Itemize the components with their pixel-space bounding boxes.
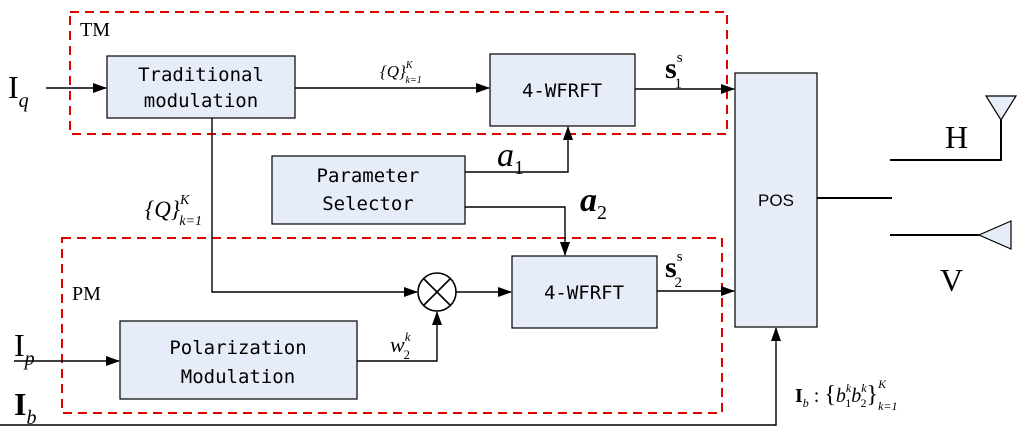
ib-bits-sub: k=1 (878, 399, 897, 413)
a2-base: a (580, 182, 597, 219)
ib-bits-prefix-sub: b (803, 396, 809, 410)
ip-label: Ip (14, 327, 35, 370)
ib-bits-b2: b (851, 385, 861, 407)
traditional-modulation-label-2: modulation (144, 90, 258, 112)
ib-bits-b2-sup: k (861, 381, 867, 395)
a1-base: a (497, 137, 514, 174)
h-label: H (945, 119, 968, 155)
v-label: V (940, 262, 963, 298)
s1-sup: s (677, 50, 683, 66)
ib-line (0, 327, 781, 426)
w2-line (357, 311, 442, 362)
a1-label: a1 (497, 137, 524, 179)
traditional-modulation-label-1: Traditional (138, 64, 264, 86)
ib-bits-b1-sup: k (846, 381, 852, 395)
vertical-antenna-icon (977, 220, 1012, 250)
ib-bits-sup: K (877, 377, 887, 391)
q-top-base: {Q} (380, 62, 406, 81)
wfrft-top-block (489, 53, 636, 127)
ib-base: I (14, 386, 26, 422)
ib-sub: b (26, 407, 36, 429)
q-left-sub: k=1 (179, 214, 202, 229)
a1-line (465, 126, 573, 173)
parameter-selector-label-2: Selector (322, 193, 414, 215)
ib-bits-prefix: I (795, 385, 803, 407)
ib-label: Ib (14, 386, 36, 429)
tm-label: TM (80, 19, 110, 41)
q-left-sup: K (179, 193, 190, 208)
q-left-base: {Q} (145, 197, 180, 222)
multiplier-icon (417, 272, 457, 312)
q-branch-line (211, 118, 418, 297)
w2-label: wk 2 (390, 329, 411, 362)
polarization-modulation-label-1: Polarization (169, 337, 306, 359)
ib-bits-open: { (824, 382, 836, 408)
s1-sub: 1 (675, 76, 683, 92)
q-top-sub: k=1 (406, 75, 422, 86)
traditional-modulation-block (106, 55, 296, 119)
pos-block (734, 72, 818, 328)
ib-bits-b1: b (836, 385, 846, 407)
parameter-selector-label-1: Parameter (317, 165, 420, 187)
polarization-modulation-block (119, 320, 358, 400)
q-top-sup: K (405, 60, 414, 71)
s2-sup: s (677, 249, 683, 265)
horizontal-antenna-icon (984, 95, 1018, 122)
a2-line (465, 206, 570, 256)
polarization-modulation-label-2: Modulation (181, 366, 295, 388)
s2-base: s (665, 251, 677, 284)
h-antenna-feed (890, 120, 1002, 161)
s2-sub: 2 (675, 275, 683, 291)
w2-sup: k (405, 329, 411, 344)
ip-base: I (14, 327, 25, 363)
parameter-selector-block (271, 155, 466, 225)
wfrft-bottom-block (511, 255, 658, 329)
ib-bits-colon: : (809, 385, 825, 407)
a1-sub: 1 (514, 157, 524, 179)
wfrft-top-label: 4-WFRFT (522, 80, 602, 102)
ib-bits-b1-sub: 1 (845, 396, 851, 410)
ib-bits-b2-sub: 2 (861, 396, 867, 410)
iq-base: I (8, 69, 19, 105)
wfrft-bottom-label: 4-WFRFT (544, 282, 624, 304)
pm-label: PM (72, 283, 101, 305)
s1-base: s (665, 52, 677, 85)
iq-sub: q (19, 90, 29, 112)
w2-base: w (390, 332, 405, 357)
ip-sub: p (23, 348, 35, 370)
ib-bits-close: } (867, 382, 879, 408)
a2-label: a2 (580, 182, 607, 224)
pos-label: POS (758, 191, 794, 210)
w2-sub: 2 (403, 347, 410, 362)
a2-sub: 2 (597, 202, 607, 224)
pm-frame (61, 237, 723, 414)
iq-label: Iq (8, 69, 29, 112)
